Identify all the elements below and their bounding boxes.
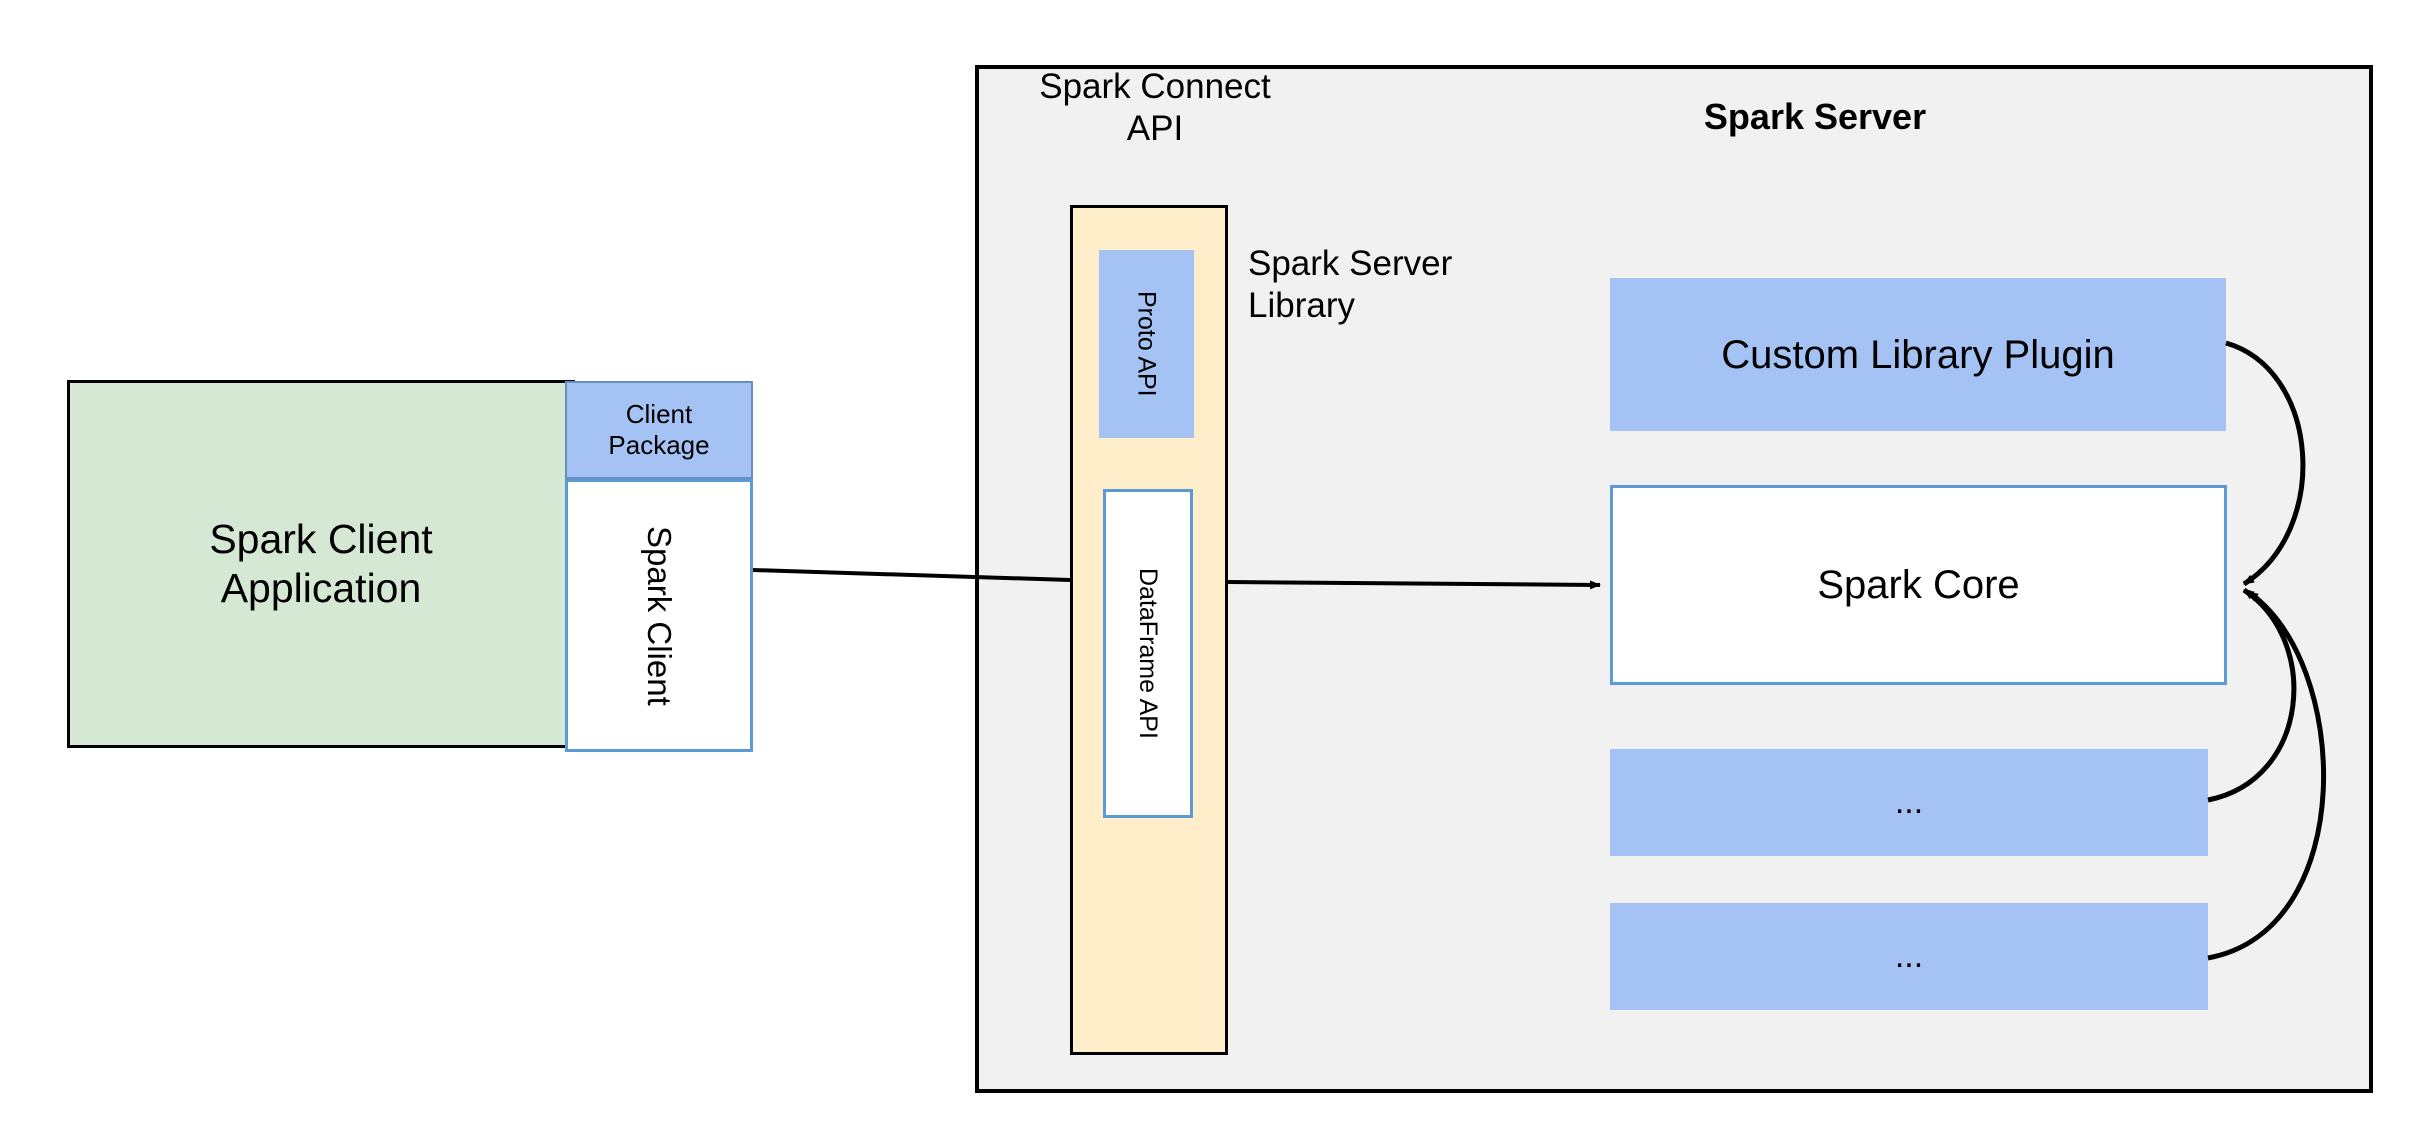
client-package-box: Client Package (565, 381, 753, 479)
spark-connect-api-label: Spark Connect API (1039, 67, 1271, 148)
proto-api-box: Proto API (1099, 250, 1194, 438)
ellipsis-row-1-box: ... (1610, 749, 2208, 856)
spark-client-application-box: Spark Client Application (67, 380, 575, 748)
spark-client-application-label: Spark Client Application (209, 515, 433, 611)
ellipsis-row-2-box: ... (1610, 903, 2208, 1010)
ellipsis-row-1-label: ... (1894, 783, 1924, 822)
spark-server-title: Spark Server (1703, 96, 1927, 138)
custom-library-plugin-box: Custom Library Plugin (1610, 278, 2226, 431)
custom-library-plugin-label: Custom Library Plugin (1721, 332, 2115, 377)
spark-core-box: Spark Core (1610, 485, 2227, 685)
spark-server-library-label: Spark Server Library (1248, 244, 1453, 325)
spark-core-label: Spark Core (1817, 563, 2020, 607)
dataframe-api-label: DataFrame API (1134, 568, 1162, 739)
proto-api-label: Proto API (1132, 291, 1161, 397)
spark-client-box: Spark Client (565, 479, 753, 752)
ellipsis-row-2-label: ... (1894, 937, 1924, 976)
spark-client-label: Spark Client (640, 525, 678, 706)
dataframe-api-box: DataFrame API (1103, 489, 1193, 818)
client-package-label: Client Package (608, 398, 710, 460)
